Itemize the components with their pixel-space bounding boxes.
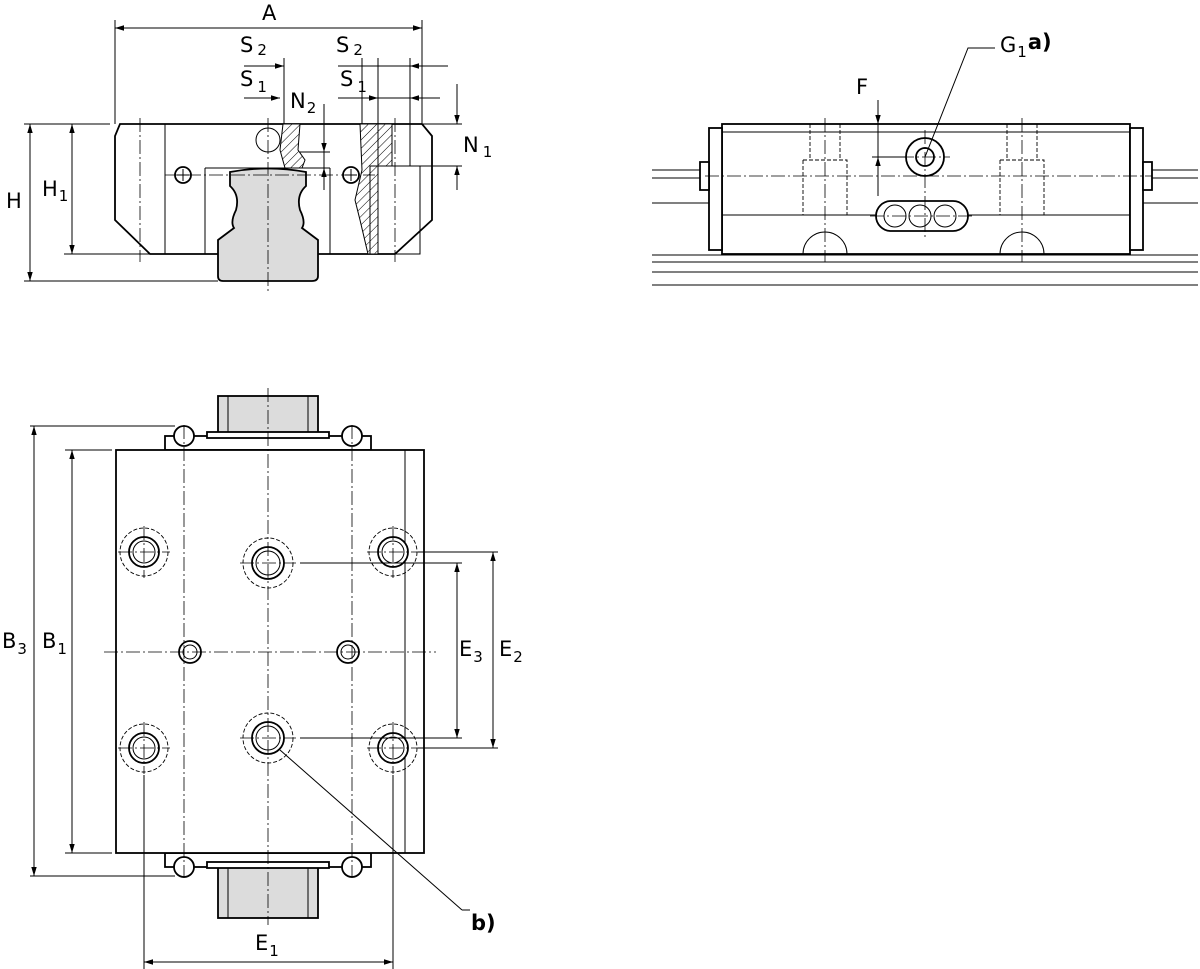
dim-B3-label: B3 (2, 629, 27, 658)
top-view: B3 B1 E3 E2 E1 b) (2, 388, 523, 969)
dim-H-label: H (6, 189, 22, 213)
thread-G1-label: G1a) (1000, 30, 1052, 61)
dim-B1-label: B1 (42, 629, 67, 658)
note-b-label: b) (471, 911, 496, 935)
dim-N2-label: N2 (290, 89, 316, 117)
side-view: F G1a) (652, 30, 1198, 286)
dim-E1-label: E1 (255, 931, 279, 960)
dim-E3-label: E3 (459, 637, 483, 666)
dim-A-label: A (262, 1, 277, 25)
dim-E2-label: E2 (499, 637, 523, 666)
dim-H1-label: H1 (42, 177, 68, 205)
dim-F-label: F (856, 75, 868, 99)
